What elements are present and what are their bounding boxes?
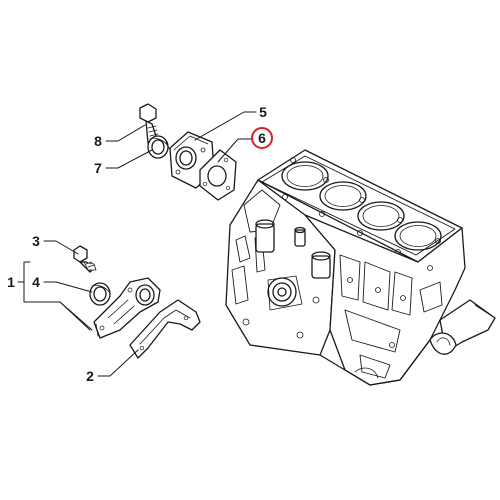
callout-2: 2 (86, 368, 94, 384)
leader-lines (17, 111, 257, 377)
highlight-ring (251, 127, 273, 149)
leader-line-8 (105, 124, 146, 142)
part-7-seal-ring (147, 135, 171, 159)
part-6-gasket (199, 149, 237, 201)
leader-line-6 (217, 138, 253, 163)
callout-8: 8 (94, 133, 102, 149)
callout-4: 4 (32, 274, 40, 290)
part-4-seal-ring (89, 282, 111, 306)
leader-line-3 (43, 240, 79, 255)
cylinder-bore (394, 221, 442, 251)
cylinder-bore (319, 181, 367, 211)
leader-line-7 (105, 149, 153, 169)
callout-6[interactable]: 6 (258, 130, 266, 146)
callout-3: 3 (32, 233, 40, 249)
leader-line-2 (97, 349, 139, 377)
leader-line-5 (194, 111, 257, 141)
leader-line-1 (17, 261, 91, 331)
cylinder-bore (357, 201, 405, 231)
part-2-gasket (129, 299, 201, 359)
engine-block (225, 149, 496, 386)
callout-7: 7 (94, 160, 102, 176)
part-3-bolt (73, 245, 97, 273)
callout-1: 1 (7, 274, 15, 290)
cylinder-bore (281, 161, 329, 191)
callout-5: 5 (259, 104, 267, 120)
part-1-bracket (93, 277, 161, 339)
leader-line-4 (43, 281, 93, 293)
